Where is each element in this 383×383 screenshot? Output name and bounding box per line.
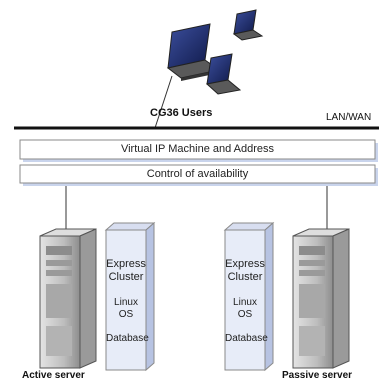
virtual-ip-label: Virtual IP Machine and Address	[120, 143, 275, 155]
passive-stack-db: Database	[225, 333, 268, 344]
active-stack-express: Express	[106, 258, 146, 270]
passive-stack-os: Linux OS	[233, 297, 257, 320]
active-stack-cluster: Cluster	[108, 271, 144, 283]
passive-stack-cluster: Cluster	[227, 271, 263, 283]
availability-bar	[19, 164, 378, 186]
virtual-ip-bar	[19, 139, 378, 162]
active-stack-os: Linux OS	[114, 297, 138, 320]
lan-wan-label: LAN/WAN	[326, 112, 372, 123]
active-stack-db: Database	[106, 333, 149, 344]
users-label: CG36 Users	[150, 107, 213, 119]
active-software-stack	[104, 221, 156, 372]
server-tower-icon	[292, 228, 350, 369]
passive-stack-express: Express	[225, 258, 265, 270]
user-uplink-line	[154, 75, 173, 129]
active-server-label: Active server	[22, 370, 85, 381]
passive-software-stack	[223, 221, 275, 372]
server-tower-icon	[39, 228, 97, 369]
laptop-icon	[205, 53, 242, 95]
laptop-icon	[232, 9, 264, 41]
passive-server-label: Passive server	[282, 370, 353, 381]
availability-label: Control of availability	[146, 168, 249, 180]
